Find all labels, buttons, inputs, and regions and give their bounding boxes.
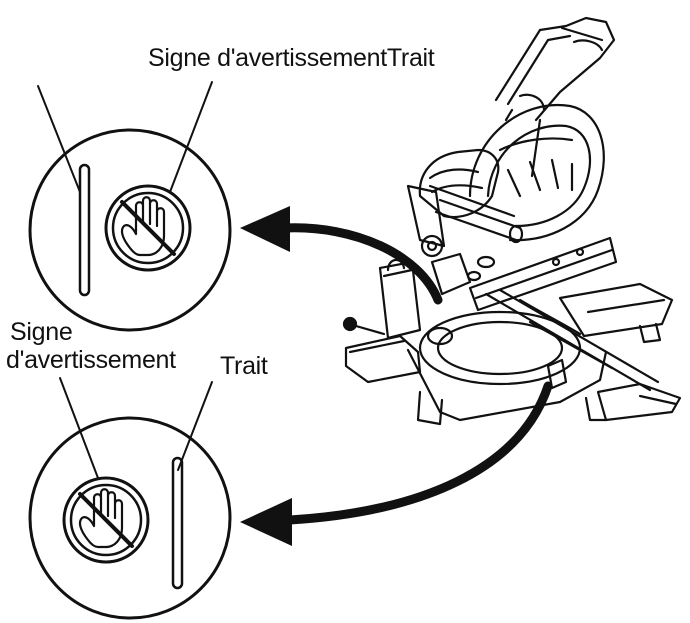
bottom-sign-label-line2: d'avertissement	[6, 346, 176, 374]
top-warning-sign-icon	[104, 184, 192, 272]
top-trait-mark	[78, 163, 91, 297]
top-detail-circle	[28, 81, 232, 332]
top-leader-sign	[169, 81, 213, 193]
bottom-leader-trait	[177, 381, 213, 471]
bottom-warning-sign-icon	[62, 476, 150, 564]
bottom-trait-label: Trait	[220, 352, 268, 380]
bottom-trait-mark	[171, 456, 184, 590]
bottom-detail-circle	[28, 377, 232, 620]
bottom-leader-sign	[59, 377, 99, 479]
bottom-curved-arrow-icon	[240, 381, 553, 546]
top-leader-trait	[37, 85, 81, 193]
bottom-sign-label-line1: Signe	[10, 318, 73, 346]
top-curved-arrow-icon	[240, 206, 443, 305]
miter-saw-illustration	[342, 16, 682, 426]
top-callout-label: Signe d'avertissementTrait	[148, 44, 435, 72]
